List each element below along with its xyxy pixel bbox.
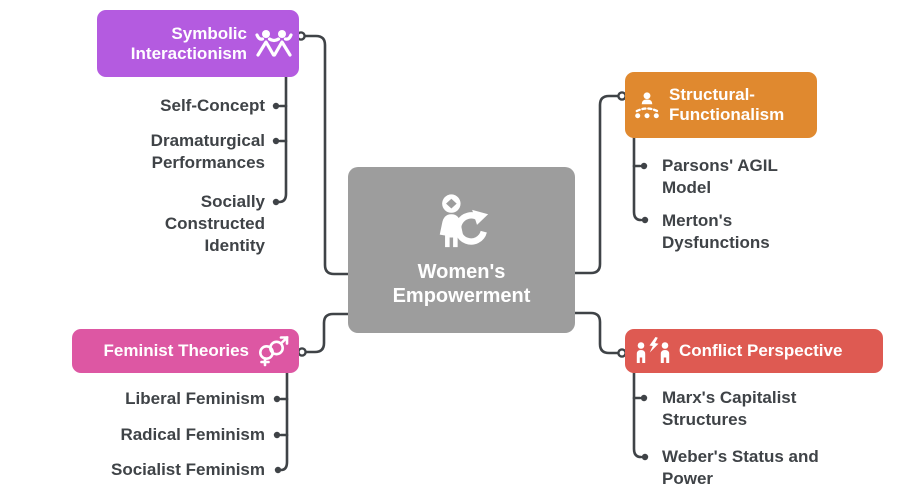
wire-root-to-structural [573, 94, 621, 275]
wire-symbolic-to-root [301, 34, 352, 276]
branch-node-symbolic-interactionism: Symbolic Interactionism [97, 10, 299, 77]
branch-label: Structural-Functionalism [669, 85, 785, 124]
leaf-dramaturgical-performances: Dramaturgical Performances [150, 131, 265, 172]
branch-label: Conflict Perspective [679, 341, 843, 360]
leaf-mertons-dysfunctions: Merton's Dysfunctions [662, 211, 770, 252]
branch-node-structural-functionalism: Structural-Functionalism [625, 72, 817, 138]
leaf-marxs-capitalist-structures: Marx's Capitalist Structures [662, 388, 797, 429]
people-group-icon [254, 29, 294, 58]
person-refresh-icon [429, 192, 495, 252]
hierarchy-icon [634, 91, 660, 120]
leaf-parsons-agil-model: Parsons' AGIL Model [662, 156, 778, 197]
trunk-symbolic [277, 75, 288, 204]
people-conflict-icon [635, 337, 671, 365]
branch-node-feminist-theories: Feminist Theories [72, 329, 299, 373]
branch-label: Symbolic Interactionism [130, 23, 247, 63]
wire-root-to-conflict [573, 311, 621, 355]
leaf-self-concept: Self-Concept [160, 96, 265, 115]
leaf-webers-status-and-power: Weber's Status and Power [662, 447, 819, 488]
wire-feminist-to-root [304, 312, 352, 354]
trunk-structural [632, 136, 643, 222]
root-label: Women's Empowerment [392, 261, 531, 307]
leaf-socialist-feminism: Socialist Feminism [111, 460, 265, 479]
root-node: Women's Empowerment [348, 167, 575, 333]
branch-label: Feminist Theories [103, 341, 249, 360]
leaf-socially-constructed-identity: Socially Constructed Identity [164, 192, 265, 255]
branch-node-conflict-perspective: Conflict Perspective [625, 329, 883, 373]
leaf-radical-feminism: Radical Feminism [120, 425, 265, 444]
leaf-liberal-feminism: Liberal Feminism [125, 389, 265, 408]
gender-symbols-icon [256, 335, 290, 367]
leaf-dots [272, 102, 649, 474]
trunk-feminist [279, 371, 289, 472]
trunk-conflict [632, 371, 643, 459]
